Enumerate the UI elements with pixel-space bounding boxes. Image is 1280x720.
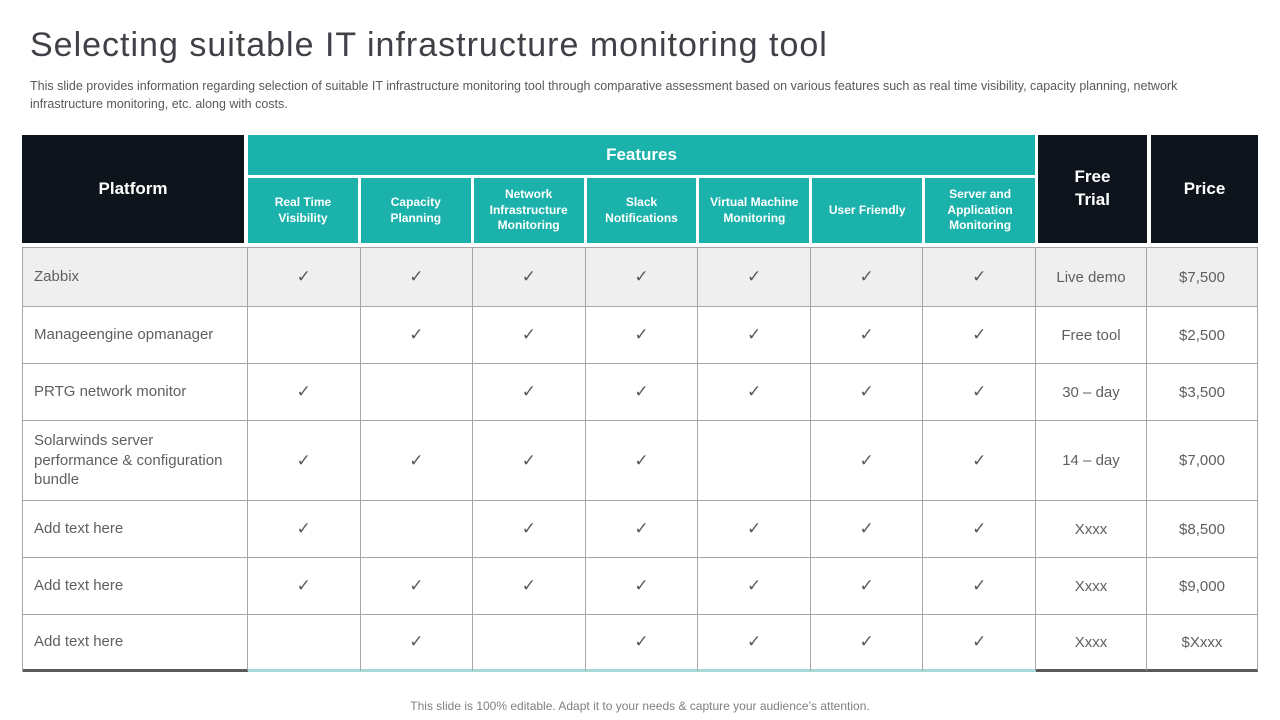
- check-icon: ✓: [473, 501, 586, 558]
- price-cell: $9,000: [1146, 558, 1258, 615]
- check-icon: ✓: [810, 248, 924, 307]
- platform-cell: Add text here: [23, 501, 248, 558]
- price-cell: $8,500: [1146, 501, 1258, 558]
- footer-note: This slide is 100% editable. Adapt it to…: [410, 699, 870, 713]
- free-trial-cell: 14 – day: [1035, 421, 1147, 501]
- platform-cell: PRTG network monitor: [23, 364, 248, 421]
- check-icon: ✓: [810, 364, 924, 421]
- check-icon: ✓: [360, 558, 474, 615]
- check-icon: ✓: [473, 558, 586, 615]
- check-icon: ✓: [585, 615, 699, 672]
- column-header-platform: Platform: [22, 135, 244, 243]
- check-icon: ✓: [360, 248, 474, 307]
- free-trial-cell: Xxxx: [1035, 501, 1147, 558]
- column-header-free-trial: Free Trial: [1038, 135, 1147, 243]
- page-title: Selecting suitable IT infrastructure mon…: [30, 26, 828, 64]
- platform-cell: Add text here: [23, 558, 248, 615]
- column-header-price: Price: [1151, 135, 1258, 243]
- free-trial-cell: Live demo: [1035, 248, 1147, 307]
- table-row: Add text here✓✓✓✓✓✓✓Xxxx$9,000: [23, 558, 1258, 615]
- column-header-feature: Real Time Visibility: [248, 178, 358, 243]
- column-header-feature: Network Infrastructure Monitoring: [473, 178, 584, 243]
- check-icon: ✓: [923, 307, 1036, 364]
- table-row: Solarwinds server performance & configur…: [23, 421, 1258, 501]
- check-icon: ✓: [810, 501, 924, 558]
- check-icon: ✓: [810, 615, 924, 672]
- check-icon: ✓: [585, 307, 699, 364]
- free-trial-cell: Xxxx: [1035, 615, 1147, 672]
- price-cell: $3,500: [1146, 364, 1258, 421]
- check-icon: ✓: [473, 364, 586, 421]
- check-icon: ✓: [585, 248, 699, 307]
- platform-cell: Manageengine opmanager: [23, 307, 248, 364]
- table-row: PRTG network monitor✓✓✓✓✓✓30 – day$3,500: [23, 364, 1258, 421]
- check-icon: ✓: [698, 558, 811, 615]
- platform-cell: Solarwinds server performance & configur…: [23, 421, 248, 501]
- empty-feature-cell: [698, 421, 811, 501]
- table-row: Zabbix✓✓✓✓✓✓✓Live demo$7,500: [23, 248, 1258, 307]
- price-cell: $7,500: [1146, 248, 1258, 307]
- check-icon: ✓: [923, 364, 1036, 421]
- column-header-feature: Capacity Planning: [360, 178, 471, 243]
- check-icon: ✓: [810, 558, 924, 615]
- empty-feature-cell: [248, 307, 361, 364]
- check-icon: ✓: [698, 307, 811, 364]
- check-icon: ✓: [585, 421, 699, 501]
- free-trial-cell: 30 – day: [1035, 364, 1147, 421]
- check-icon: ✓: [473, 307, 586, 364]
- check-icon: ✓: [585, 558, 699, 615]
- check-icon: ✓: [923, 501, 1036, 558]
- check-icon: ✓: [923, 558, 1036, 615]
- column-header-feature: Server and Application Monitoring: [925, 178, 1036, 243]
- check-icon: ✓: [698, 615, 811, 672]
- check-icon: ✓: [360, 307, 474, 364]
- price-cell: $7,000: [1146, 421, 1258, 501]
- check-icon: ✓: [585, 501, 699, 558]
- check-icon: ✓: [248, 248, 361, 307]
- check-icon: ✓: [810, 421, 924, 501]
- check-icon: ✓: [360, 615, 474, 672]
- platform-cell: Add text here: [23, 615, 248, 672]
- price-cell: $2,500: [1146, 307, 1258, 364]
- check-icon: ✓: [248, 501, 361, 558]
- check-icon: ✓: [698, 364, 811, 421]
- check-icon: ✓: [923, 421, 1036, 501]
- empty-feature-cell: [473, 615, 586, 672]
- table-row: Manageengine opmanager✓✓✓✓✓✓Free tool$2,…: [23, 307, 1258, 364]
- check-icon: ✓: [698, 501, 811, 558]
- column-header-feature: Slack Notifications: [586, 178, 697, 243]
- check-icon: ✓: [248, 421, 361, 501]
- empty-feature-cell: [248, 615, 361, 672]
- empty-feature-cell: [360, 501, 474, 558]
- check-icon: ✓: [473, 248, 586, 307]
- check-icon: ✓: [698, 248, 811, 307]
- check-icon: ✓: [810, 307, 924, 364]
- platform-cell: Zabbix: [23, 248, 248, 307]
- check-icon: ✓: [248, 558, 361, 615]
- table-row: Add text here✓✓✓✓✓Xxxx$Xxxx: [23, 615, 1258, 672]
- check-icon: ✓: [473, 421, 586, 501]
- column-group-header-features: Features: [248, 135, 1035, 175]
- table-row: Add text here✓✓✓✓✓✓Xxxx$8,500: [23, 501, 1258, 558]
- check-icon: ✓: [923, 615, 1036, 672]
- check-icon: ✓: [923, 248, 1036, 307]
- check-icon: ✓: [585, 364, 699, 421]
- column-header-feature: Virtual Machine Monitoring: [699, 178, 810, 243]
- free-trial-cell: Xxxx: [1035, 558, 1147, 615]
- empty-feature-cell: [360, 364, 474, 421]
- check-icon: ✓: [248, 364, 361, 421]
- check-icon: ✓: [360, 421, 474, 501]
- slide-description: This slide provides information regardin…: [30, 79, 1178, 112]
- column-header-feature: User Friendly: [812, 178, 923, 243]
- price-cell: $Xxxx: [1146, 615, 1258, 672]
- free-trial-cell: Free tool: [1035, 307, 1147, 364]
